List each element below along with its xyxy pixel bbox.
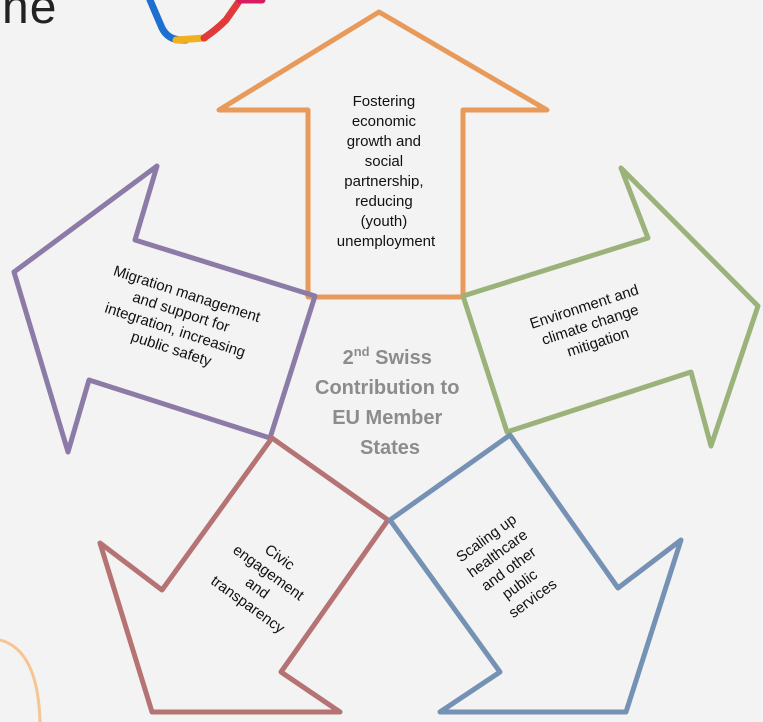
arrow-top-label: Fostering economic growth and social par… [337,93,436,250]
center-title-superscript: nd [354,344,370,359]
arrow-top-line: unemployment [337,233,436,250]
center-title-line1-prefix: 2 [343,347,354,369]
arrow-top-line: social [365,153,403,170]
center-title-line1-rest: Swiss [370,347,432,369]
center-title-line4: States [360,437,420,459]
center-title-line1: 2nd Swiss [343,344,432,369]
center-title-line3: EU Member [332,407,442,429]
logo-graphic [146,0,266,44]
arrow-bottom-right [387,432,684,715]
arrow-right-label: Environment and climate change mitigatio… [528,280,657,369]
arrow-right [460,165,761,449]
arrow-top-line: Fostering [353,93,416,110]
arrow-top-line: (youth) [361,213,408,230]
arrow-left [11,163,318,455]
arrow-left-label: Migration management and support for int… [94,262,267,381]
arrow-top-line: reducing [355,193,413,210]
center-title: 2nd Swiss Contribution to EU Member Stat… [315,344,465,459]
arrow-top-line: economic [352,113,417,130]
partial-title-text: ne [2,0,58,34]
center-title-line2: Contribution to [315,377,459,399]
arrow-bottom-left [97,435,391,715]
arrow-top-line: growth and [347,133,421,150]
decorative-circle [0,638,42,722]
arrow-top-line: partnership, [344,173,423,190]
arrow-bottom-right-label: Scaling up healthcare and other public s… [453,509,568,628]
arrow-top [216,9,550,300]
arrow-bottom-left-label: Civic engagement and transparency [207,526,321,637]
